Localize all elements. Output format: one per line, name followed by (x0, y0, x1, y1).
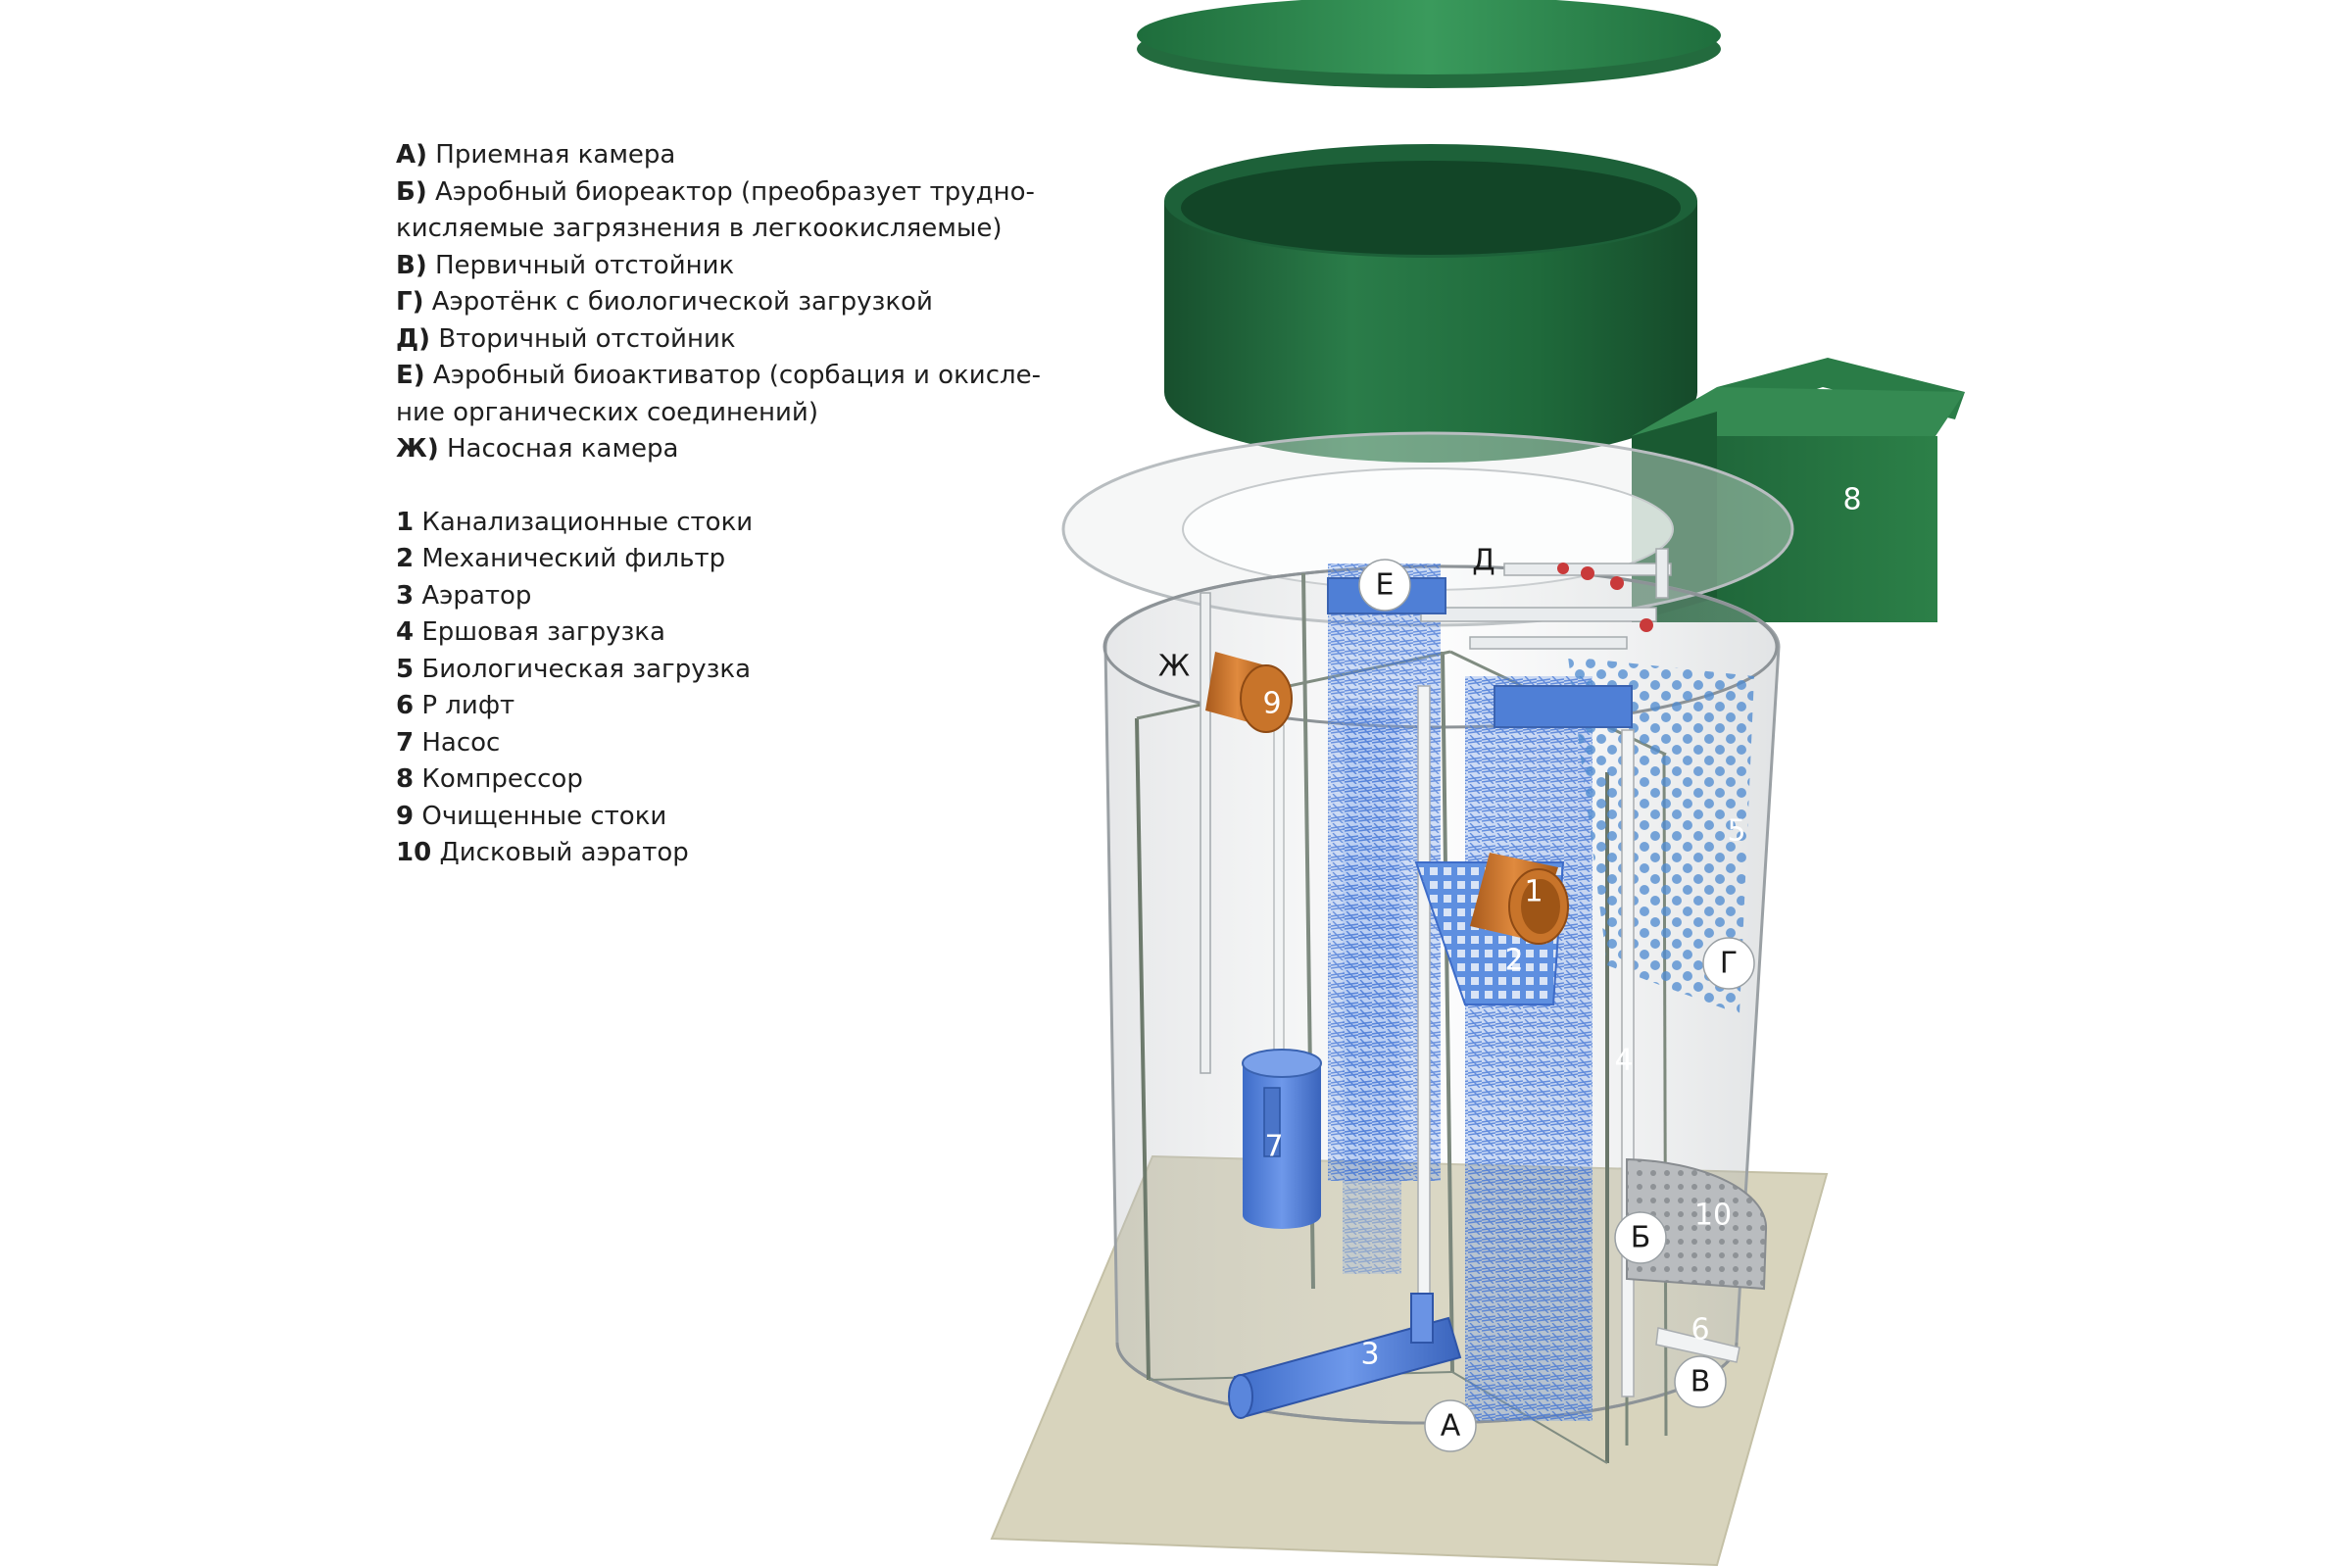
tank-lid (1137, 0, 1721, 88)
aerator-tube: 3 (1228, 1293, 1462, 1419)
legend-item-9: 9 Очищенные стоки (396, 801, 667, 831)
legend-zone-b-cont: кисляемые загрязнения в легкоокисляемые) (396, 214, 1003, 243)
callout-g: Г (1702, 937, 1755, 990)
label-3: 3 (1360, 1338, 1379, 1372)
legend-item-3: 3 Аэратор (396, 580, 532, 611)
r-lift-pipe: 6 (1655, 1313, 1740, 1363)
svg-text:А: А (1441, 1409, 1461, 1444)
legend-item-5: 5 Биологическая загрузка (396, 654, 752, 684)
legend-zone-zh: Ж) Насосная камера (396, 434, 679, 464)
callout-d: Д (1472, 544, 1494, 578)
label-7: 7 (1264, 1130, 1283, 1164)
outlet-pipe: 9 (1205, 652, 1293, 733)
label-5: 5 (1727, 814, 1745, 849)
legend: А) Приемная камера Б) Аэробный биореакто… (396, 137, 1141, 872)
legend-zone-d: Д) Вторичный отстойник (396, 323, 736, 354)
pump: 7 (1200, 592, 1322, 1229)
callout-a: А (1424, 1399, 1477, 1452)
legend-zone-e: Е) Аэробный биоактиватор (сорбация и оки… (396, 361, 1041, 390)
legend-zone-v: В) Первичный отстойник (396, 250, 735, 280)
legend-item-6: 6 Р лифт (396, 691, 515, 720)
legend-item-8: 8 Компрессор (396, 764, 583, 794)
legend-zone-g: Г) Аэротёнк с биологической загрузкой (396, 287, 933, 317)
legend-item-7: 7 Насос (396, 727, 501, 758)
legend-zone-b: Б) Аэробный биореактор (преобразует труд… (396, 176, 1035, 207)
legend-zone-a: А) Приемная камера (396, 140, 676, 170)
svg-text:В: В (1690, 1365, 1711, 1399)
biological-load: 5 (1568, 657, 1754, 1014)
legend-item-2: 2 Механический фильтр (396, 544, 726, 573)
legend-item-10: 10 Дисковый аэратор (396, 838, 689, 867)
compressor-box: 8 (1632, 358, 1965, 622)
label-4: 4 (1614, 1044, 1633, 1078)
label-10: 10 (1694, 1199, 1732, 1233)
legend-zone-e-cont: ние органических соединений) (396, 397, 818, 427)
svg-text:Г: Г (1720, 947, 1738, 981)
legend-item-1: 1 Канализационные стоки (396, 507, 754, 537)
inlet-pipe: 1 (1470, 853, 1569, 945)
callout-zh: Ж (1158, 650, 1190, 684)
disk-aerator: 10 (1626, 1157, 1768, 1291)
label-9: 9 (1262, 687, 1281, 721)
label-8: 8 (1842, 483, 1861, 517)
svg-text:Б: Б (1631, 1221, 1651, 1255)
label-1: 1 (1524, 875, 1543, 909)
svg-text:Е: Е (1376, 568, 1395, 603)
riser-cylinder (1164, 144, 1697, 463)
callout-v: В (1674, 1355, 1727, 1408)
callout-b: Б (1614, 1211, 1667, 1264)
callout-e: Е (1358, 559, 1411, 612)
label-6: 6 (1690, 1313, 1709, 1348)
legend-item-4: 4 Ершовая загрузка (396, 617, 665, 647)
brush-load (1328, 564, 1592, 1421)
label-2: 2 (1504, 944, 1523, 978)
